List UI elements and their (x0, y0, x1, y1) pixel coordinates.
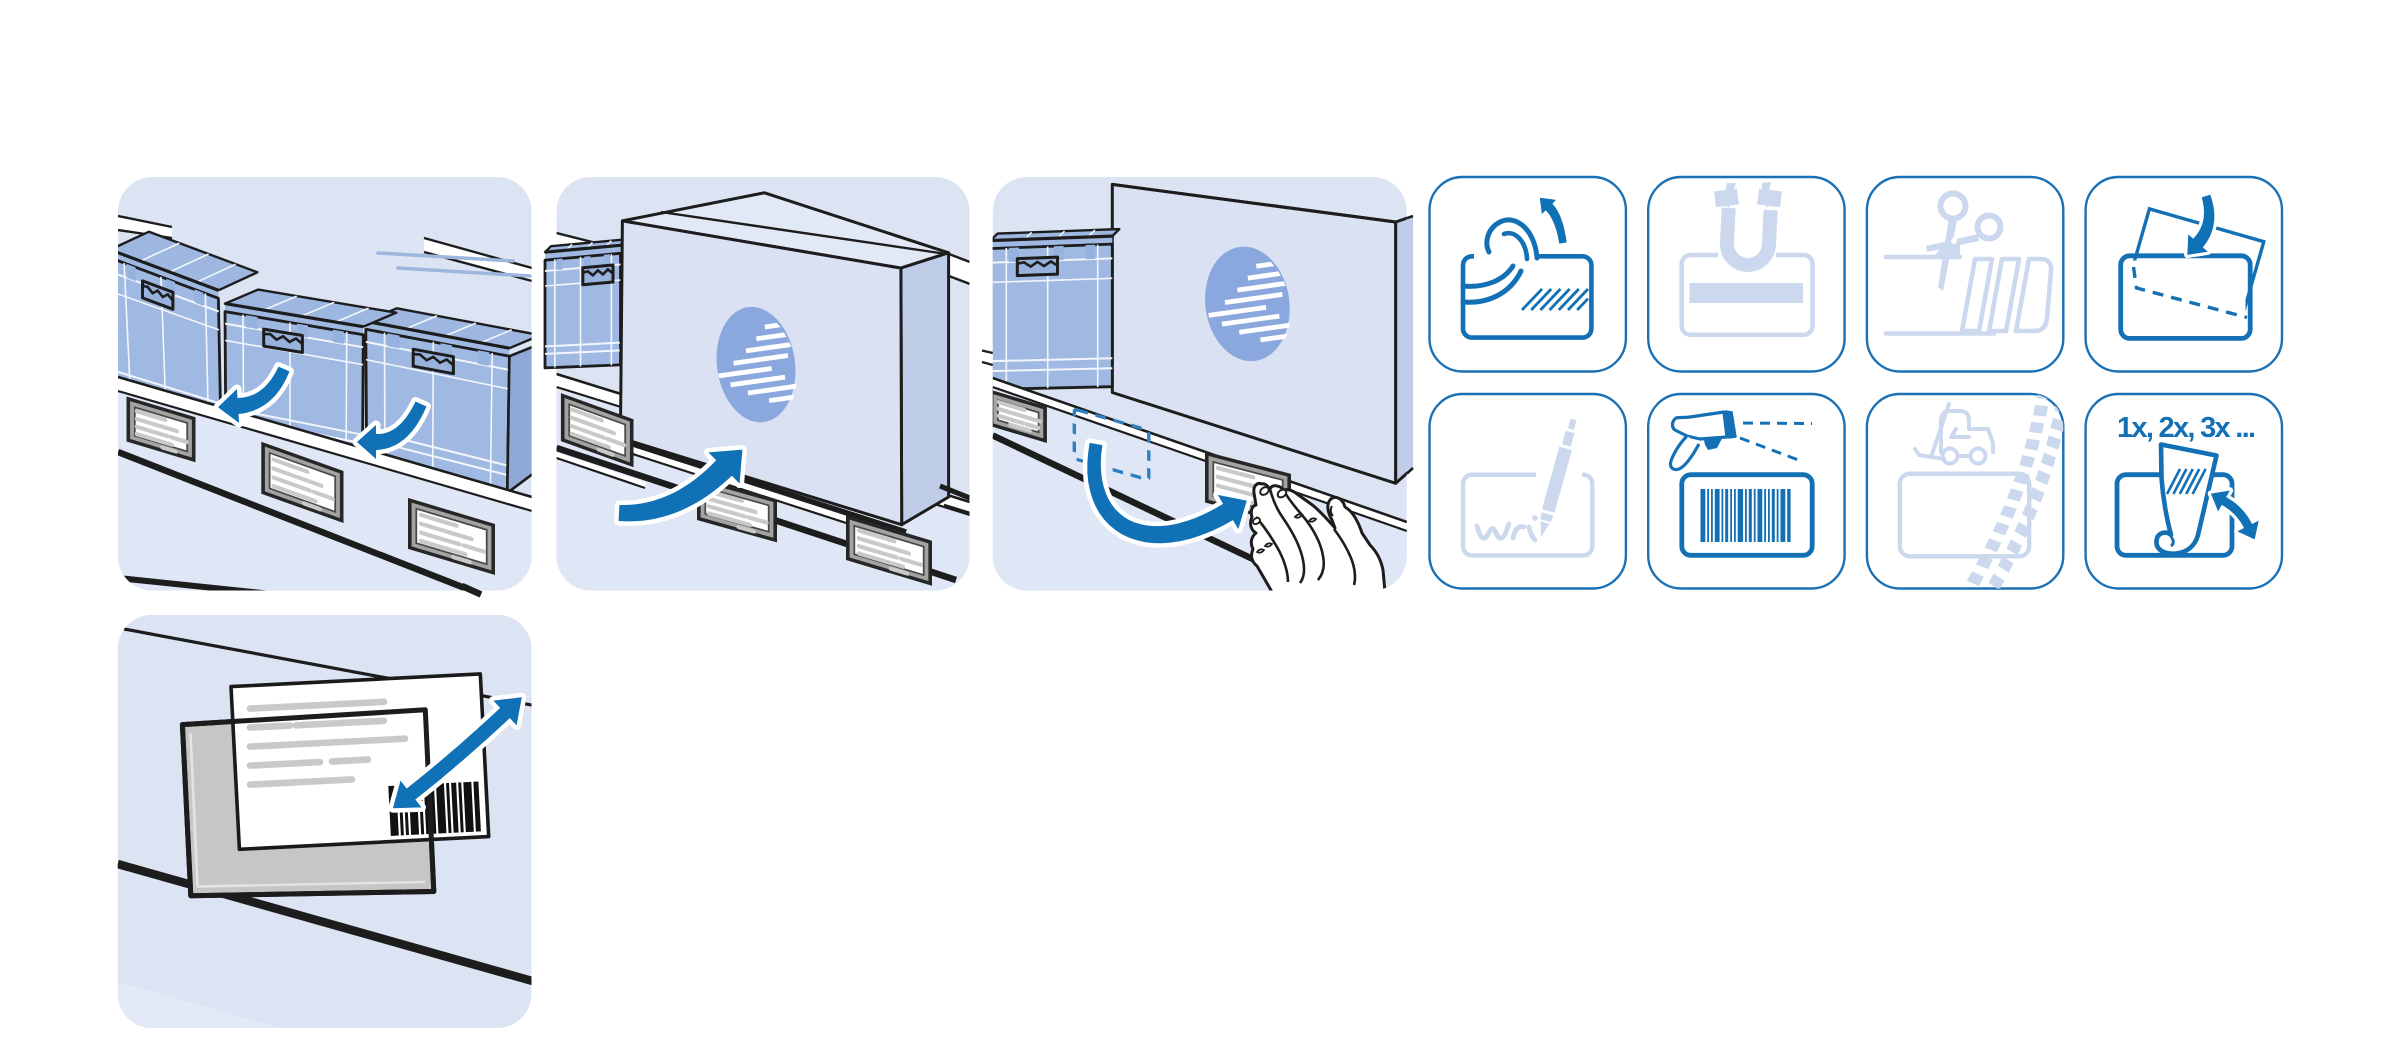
svg-text:1x, 2x, 3x ...: 1x, 2x, 3x ... (2117, 412, 2256, 444)
